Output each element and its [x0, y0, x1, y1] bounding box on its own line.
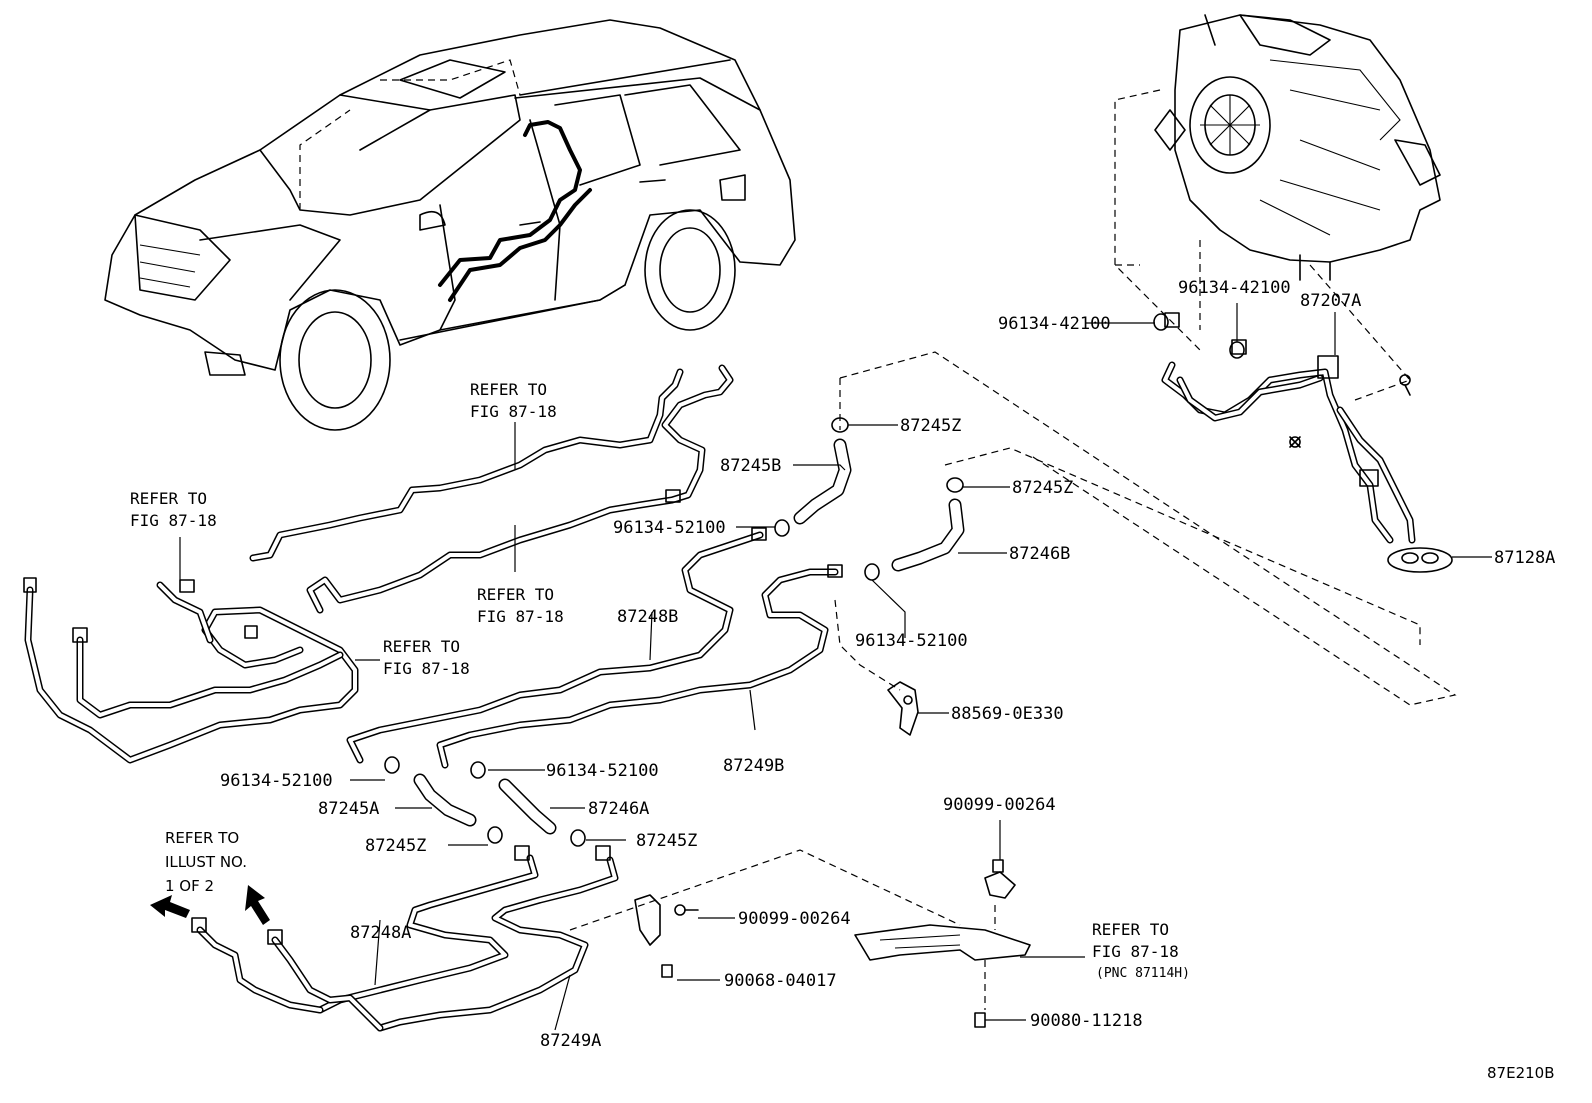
refer-notes: REFER TO FIG 87-18 REFER TO FIG 87-18 RE… [130, 380, 1190, 981]
refer-note-line: REFER TO [130, 489, 207, 508]
clamp-88569-0E330 [887, 681, 919, 736]
tube-87249A [376, 845, 619, 1032]
label-87128A: 87128A [1494, 548, 1555, 568]
refer-note-line: REFER TO [477, 585, 554, 604]
guide-dash-clamp [834, 599, 901, 691]
hvac-dash-guide [1114, 89, 1201, 351]
label-87246A: 87246A [588, 799, 649, 819]
refer-note-line: 1 OF 2 [165, 877, 214, 895]
refer-note-line: FIG 87-18 [1092, 942, 1179, 961]
arrow-up-icon [245, 885, 270, 925]
hose-87246A [498, 778, 557, 835]
refer-note-line: REFER TO [383, 637, 460, 656]
refer-note-line: REFER TO [165, 829, 239, 847]
label-90099-00264: 90099-00264 [738, 909, 851, 929]
refer-note-line: FIG 87-18 [470, 402, 557, 421]
part-labels: 87245Z 87245B 96134-52100 87245Z 87246B … [220, 278, 1555, 1051]
tube-87249B [436, 564, 843, 769]
tube-87248A [316, 845, 539, 1014]
guide-dash-upper [839, 351, 1457, 706]
refer-note-line: FIG 87-18 [130, 511, 217, 530]
refer-note-line: REFER TO [1092, 920, 1169, 939]
label-87249B: 87249B [723, 756, 784, 776]
hose-87245A [413, 773, 477, 827]
label-96134-42100: 96134-42100 [1178, 278, 1291, 298]
bolt-icon [1164, 312, 1411, 448]
label-90099-00264: 90099-00264 [943, 795, 1056, 815]
refer-note-line: (PNC 87114H) [1096, 966, 1190, 981]
clamp-icon [384, 313, 1245, 847]
label-87245Z: 87245Z [1012, 478, 1073, 498]
label-87248A: 87248A [350, 923, 411, 943]
figure-code: 87E210B [1487, 1064, 1555, 1082]
label-87249A: 87249A [540, 1031, 601, 1051]
grommet-87128A [1387, 547, 1453, 573]
label-87245Z: 87245Z [365, 836, 426, 856]
arrow-left-icon [150, 895, 190, 918]
label-87245Z: 87245Z [900, 416, 961, 436]
hvac-dash-guide-right [1309, 264, 1412, 401]
label-87245B: 87245B [720, 456, 781, 476]
refer-note-line: REFER TO [470, 380, 547, 399]
hose-87246B [891, 498, 965, 572]
guide-dash-mid [944, 447, 1421, 645]
label-96134-42100: 96134-42100 [998, 314, 1111, 334]
label-90068-04017: 90068-04017 [724, 971, 837, 991]
label-90080-11218: 90080-11218 [1030, 1011, 1143, 1031]
tube-to-illust-1 [191, 917, 384, 1032]
tube-refer-top [249, 364, 734, 614]
label-96134-52100: 96134-52100 [613, 518, 726, 538]
label-87246B: 87246B [1009, 544, 1070, 564]
tube-87248B [346, 527, 767, 764]
tube-refer-left [23, 577, 359, 764]
label-96134-52100: 96134-52100 [855, 631, 968, 651]
leader-lines [179, 303, 1492, 1031]
vehicle-suv-illustration [104, 19, 796, 431]
label-87207A: 87207A [1300, 291, 1361, 311]
label-87245Z: 87245Z [636, 831, 697, 851]
bracket-87114H [854, 859, 1031, 1028]
bracket-clamp-lower [569, 849, 961, 978]
refer-note-line: ILLUST NO. [165, 853, 247, 871]
label-88569-0E330: 88569-0E330 [951, 704, 1064, 724]
refer-note-line: FIG 87-18 [383, 659, 470, 678]
hose-87245B [793, 438, 852, 525]
refer-note-line: FIG 87-18 [477, 607, 564, 626]
pipe-assembly-87207A [1161, 355, 1416, 544]
hvac-rear-unit-illustration [1154, 14, 1441, 281]
label-96134-52100: 96134-52100 [546, 761, 659, 781]
label-96134-52100: 96134-52100 [220, 771, 333, 791]
label-87245A: 87245A [318, 799, 379, 819]
label-87248B: 87248B [617, 607, 678, 627]
